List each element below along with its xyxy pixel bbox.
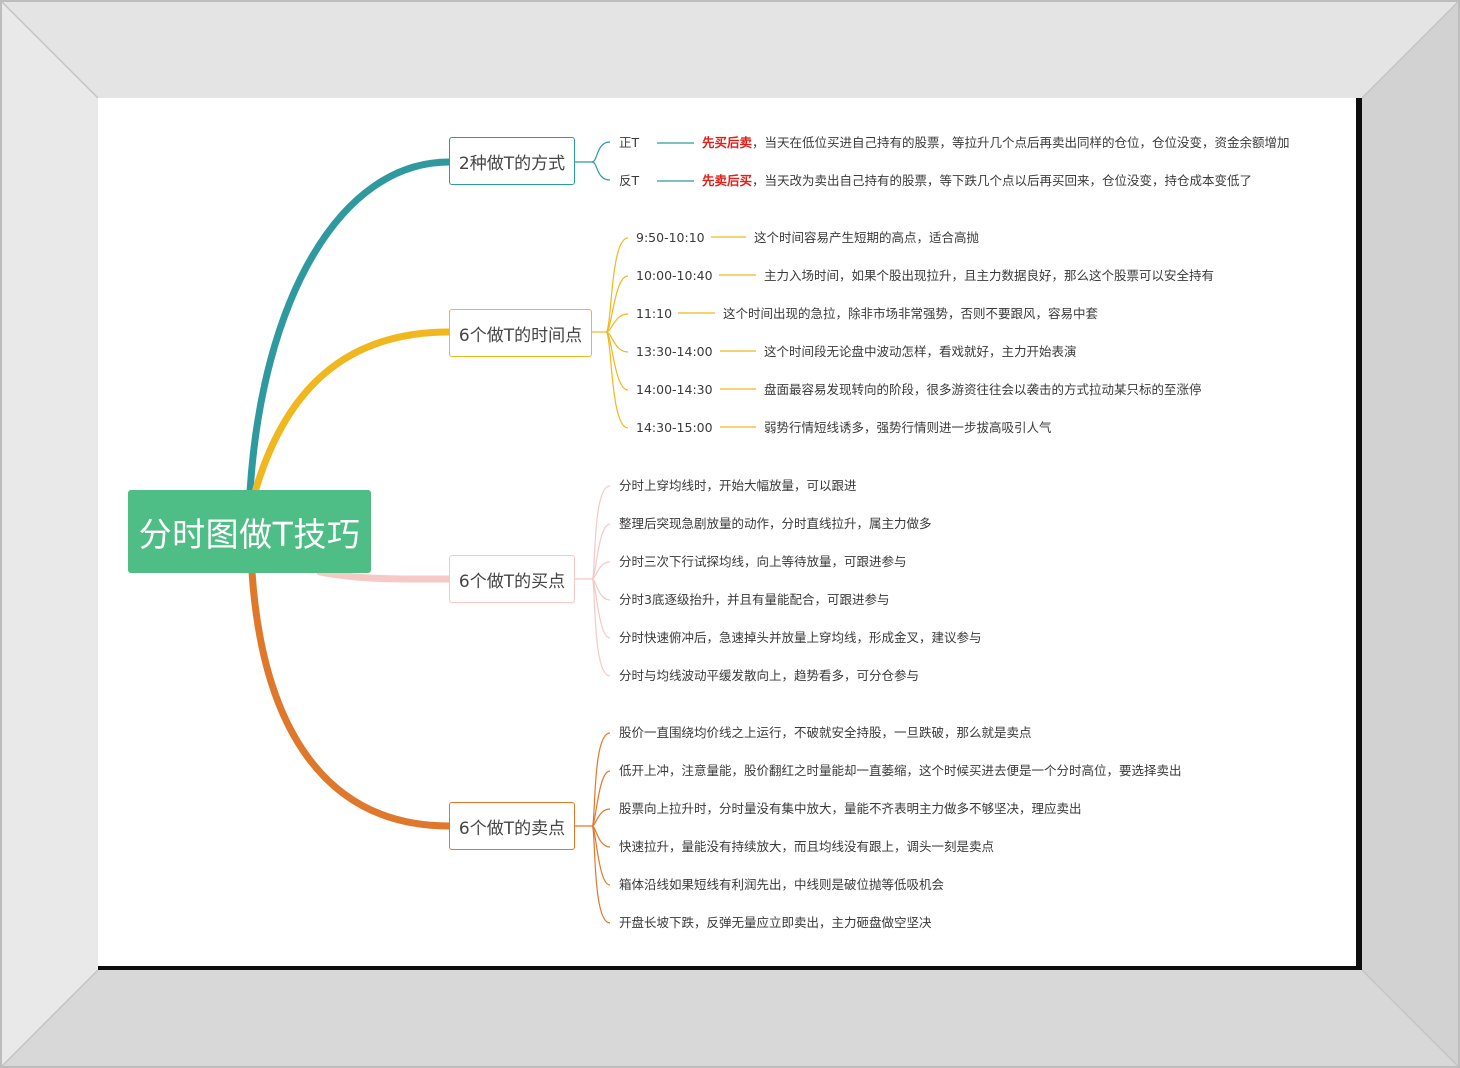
branch-line-buy	[316, 568, 453, 583]
branch-node-sell[interactable]: 6个做T的卖点	[449, 802, 575, 850]
time-label[interactable]: 9:50-10:10	[636, 230, 705, 245]
methods-connectors	[575, 141, 694, 182]
time-desc[interactable]: 这个时间出现的急拉，除非市场非常强势，否则不要跟风，容易中套	[723, 306, 1099, 321]
time-label[interactable]: 11:10	[636, 306, 673, 321]
sell-connectors	[575, 732, 611, 924]
branch-line-methods	[246, 158, 453, 496]
method-desc-fan-t[interactable]: 先卖后买，当天改为卖出自己持有的股票，等下跌几个点以后再买回来，仓位没变，持仓成…	[702, 173, 1252, 189]
time-label[interactable]: 13:30-14:00	[636, 344, 713, 359]
buy-connectors	[575, 485, 611, 677]
branch-line-sell	[248, 568, 453, 830]
buy-point-item[interactable]: 分时上穿均线时，开始大幅放量，可以跟进	[619, 478, 857, 493]
time-label[interactable]: 10:00-10:40	[636, 268, 713, 283]
frame-top-bevel	[0, 0, 1460, 98]
branch-line-times	[251, 328, 453, 496]
canvas-shadow-right	[1354, 98, 1362, 970]
times-connectors	[592, 236, 756, 429]
buy-point-item[interactable]: 分时快速俯冲后，急速掉头并放量上穿均线，形成金叉，建议参与	[619, 630, 982, 645]
branch-node-times[interactable]: 6个做T的时间点	[449, 309, 592, 357]
method-label-zheng-t[interactable]: 正T	[619, 135, 640, 150]
time-desc[interactable]: 这个时间容易产生短期的高点，适合高抛	[754, 230, 980, 245]
method-highlight: 先卖后买	[702, 173, 753, 188]
sell-point-item[interactable]: 股票向上拉升时，分时量没有集中放大，量能不齐表明主力做多不够坚决，理应卖出	[619, 801, 1082, 816]
method-text: ，当天在低位买进自己持有的股票，等拉升几个点后再卖出同样的仓位，仓位没变，资金余…	[752, 135, 1290, 150]
sell-point-item[interactable]: 快速拉升，量能没有持续放大，而且均线没有跟上，调头一刻是卖点	[619, 839, 995, 854]
branch-node-methods[interactable]: 2种做T的方式	[449, 137, 575, 185]
buy-point-item[interactable]: 分时三次下行试探均线，向上等待放量，可跟进参与	[619, 554, 907, 569]
method-label-fan-t[interactable]: 反T	[619, 173, 640, 188]
time-desc[interactable]: 这个时间段无论盘中波动怎样，看戏就好，主力开始表演	[764, 344, 1077, 359]
time-desc[interactable]: 弱势行情短线诱多，强势行情则进一步拔高吸引人气	[764, 420, 1052, 435]
time-desc[interactable]: 盘面最容易发现转向的阶段，很多游资往往会以袭击的方式拉动某只标的至涨停	[764, 382, 1202, 397]
root-node[interactable]: 分时图做T技巧	[128, 490, 371, 573]
sell-point-item[interactable]: 股价一直围绕均价线之上运行，不破就安全持股，一旦跌破，那么就是卖点	[619, 725, 1032, 740]
time-label[interactable]: 14:30-15:00	[636, 420, 713, 435]
method-text: ，当天改为卖出自己持有的股票，等下跌几个点以后再买回来，仓位没变，持仓成本变低了	[752, 173, 1253, 188]
buy-point-item[interactable]: 分时3底逐级抬升，并且有量能配合，可跟进参与	[619, 592, 890, 607]
method-highlight: 先买后卖	[702, 135, 753, 150]
branch-node-buy[interactable]: 6个做T的买点	[449, 555, 575, 603]
sell-point-item[interactable]: 箱体沿线如果短线有利润先出，中线则是破位抛等低吸机会	[619, 877, 945, 892]
branch-label-buy: 6个做T的买点	[458, 571, 566, 592]
branch-label-sell: 6个做T的卖点	[458, 818, 566, 839]
buy-point-item[interactable]: 整理后突现急剧放量的动作，分时直线拉升，属主力做多	[619, 516, 932, 531]
frame-left-bevel	[0, 0, 98, 1068]
branch-label-methods: 2种做T的方式	[458, 153, 566, 174]
sell-point-item[interactable]: 低开上冲，注意量能，股价翻红之时量能却一直萎缩，这个时候买进去便是一个分时高位，…	[619, 763, 1182, 778]
sell-point-item[interactable]: 开盘长坡下跌，反弹无量应立即卖出，主力砸盘做空坚决	[619, 915, 932, 930]
time-desc[interactable]: 主力入场时间，如果个股出现拉升，且主力数据良好，那么这个股票可以安全持有	[764, 268, 1215, 283]
frame-right-bevel	[1362, 0, 1460, 1068]
buy-point-item[interactable]: 分时与均线波动平缓发散向上，趋势看多，可分仓参与	[619, 668, 920, 683]
root-title: 分时图做T技巧	[138, 514, 361, 554]
branch-label-times: 6个做T的时间点	[458, 325, 583, 346]
time-label[interactable]: 14:00-14:30	[636, 382, 713, 397]
canvas-shadow-bottom	[98, 964, 1362, 970]
method-desc-zheng-t[interactable]: 先买后卖，当天在低位买进自己持有的股票，等拉升几个点后再卖出同样的仓位，仓位没变…	[702, 135, 1290, 151]
frame-bottom-bevel	[0, 970, 1460, 1068]
